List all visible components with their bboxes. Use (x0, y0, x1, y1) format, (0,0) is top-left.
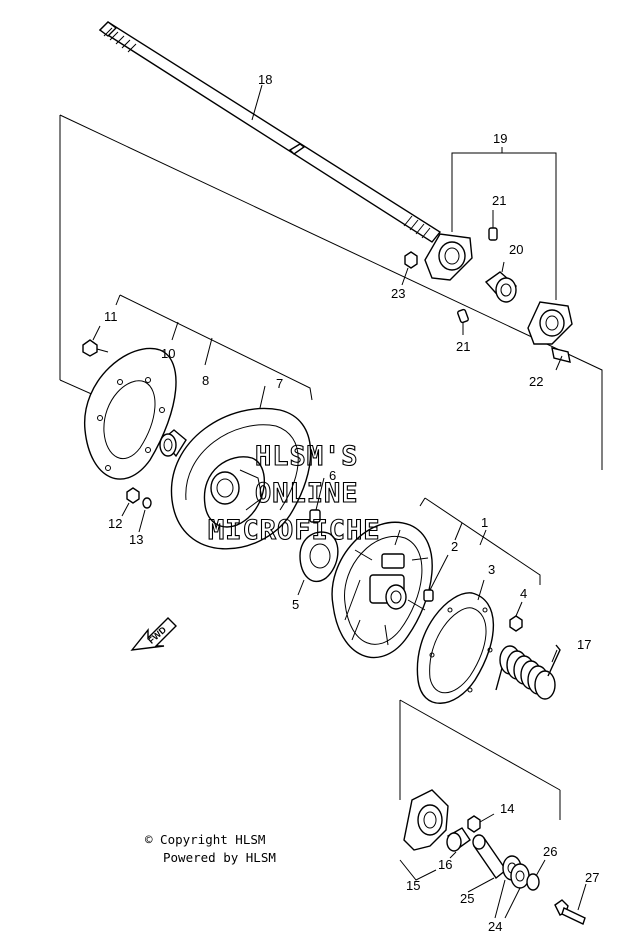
washers-24 (494, 855, 530, 919)
watermark-line-1: HLSM'S (255, 441, 359, 472)
callout-27: 27 (585, 870, 599, 885)
bearing-flange-lower (527, 301, 573, 345)
set-screw-upper (488, 210, 498, 241)
callout-7: 7 (276, 376, 283, 391)
callout-20: 20 (509, 242, 523, 257)
flange-plate (84, 347, 177, 480)
callout-3: 3 (488, 562, 495, 577)
callout-17: 17 (577, 637, 591, 652)
callout-16: 16 (438, 857, 452, 872)
callout-15: 15 (406, 878, 420, 893)
drive-shaft (98, 21, 442, 243)
callout-2: 2 (451, 539, 458, 554)
callout-8: 8 (202, 373, 209, 388)
callout-18: 18 (258, 72, 272, 87)
callout-21-lower: 21 (456, 339, 470, 354)
washer-26 (526, 859, 546, 891)
callout-4: 4 (520, 586, 527, 601)
lower-frame (399, 699, 561, 820)
callout-14: 14 (500, 801, 514, 816)
forward-arrow: FWD (130, 617, 177, 651)
bearing-flange-upper (424, 233, 473, 281)
bolt-11 (82, 339, 109, 357)
callout-24: 24 (488, 919, 502, 934)
bolt-27 (554, 883, 587, 925)
watermark: HLSM'S ONLINE MICROFICHE (207, 440, 381, 546)
powered-by-line: Powered by HLSM (163, 850, 276, 865)
screw-6 (309, 477, 325, 523)
callout-22: 22 (529, 374, 543, 389)
callout-5: 5 (292, 597, 299, 612)
washer-13 (138, 497, 152, 533)
copyright-line: © Copyright HLSM (145, 832, 266, 847)
bolt-12 (121, 487, 140, 517)
callout-11: 11 (104, 309, 118, 324)
screw-4 (509, 601, 523, 632)
bearing-housing-bracket (451, 147, 557, 300)
watermark-line-2: ONLINE (255, 478, 359, 509)
movable-group-bracket (419, 497, 541, 585)
callout-23: 23 (391, 286, 405, 301)
screw-2 (423, 554, 449, 602)
slider-housing (399, 789, 449, 881)
movable-sheave (331, 521, 433, 659)
callout-13: 13 (129, 532, 143, 547)
part-callouts: 1 2 3 4 5 6 7 8 10 11 12 13 14 15 16 17 … (104, 72, 599, 934)
callout-21-upper: 21 (492, 193, 506, 208)
callout-1: 1 (481, 515, 488, 530)
callout-19: 19 (493, 131, 507, 146)
sleeve-25 (467, 834, 507, 893)
watermark-line-3: MICROFICHE (208, 515, 381, 546)
bearing (484, 271, 518, 303)
set-screw-lower (457, 308, 469, 335)
bushing-8 (159, 429, 187, 458)
nut-14 (467, 813, 495, 833)
callout-26: 26 (543, 844, 557, 859)
fixed-sheave (170, 407, 312, 550)
roller-16 (446, 827, 471, 859)
callout-6: 6 (329, 468, 336, 483)
callout-25: 25 (460, 891, 474, 906)
cam-plate (297, 531, 339, 596)
cover-plate (416, 579, 495, 704)
nut-23 (401, 251, 418, 286)
callout-12: 12 (108, 516, 122, 531)
callout-10: 10 (161, 346, 175, 361)
bolt-22 (551, 347, 571, 371)
spring (495, 644, 561, 700)
